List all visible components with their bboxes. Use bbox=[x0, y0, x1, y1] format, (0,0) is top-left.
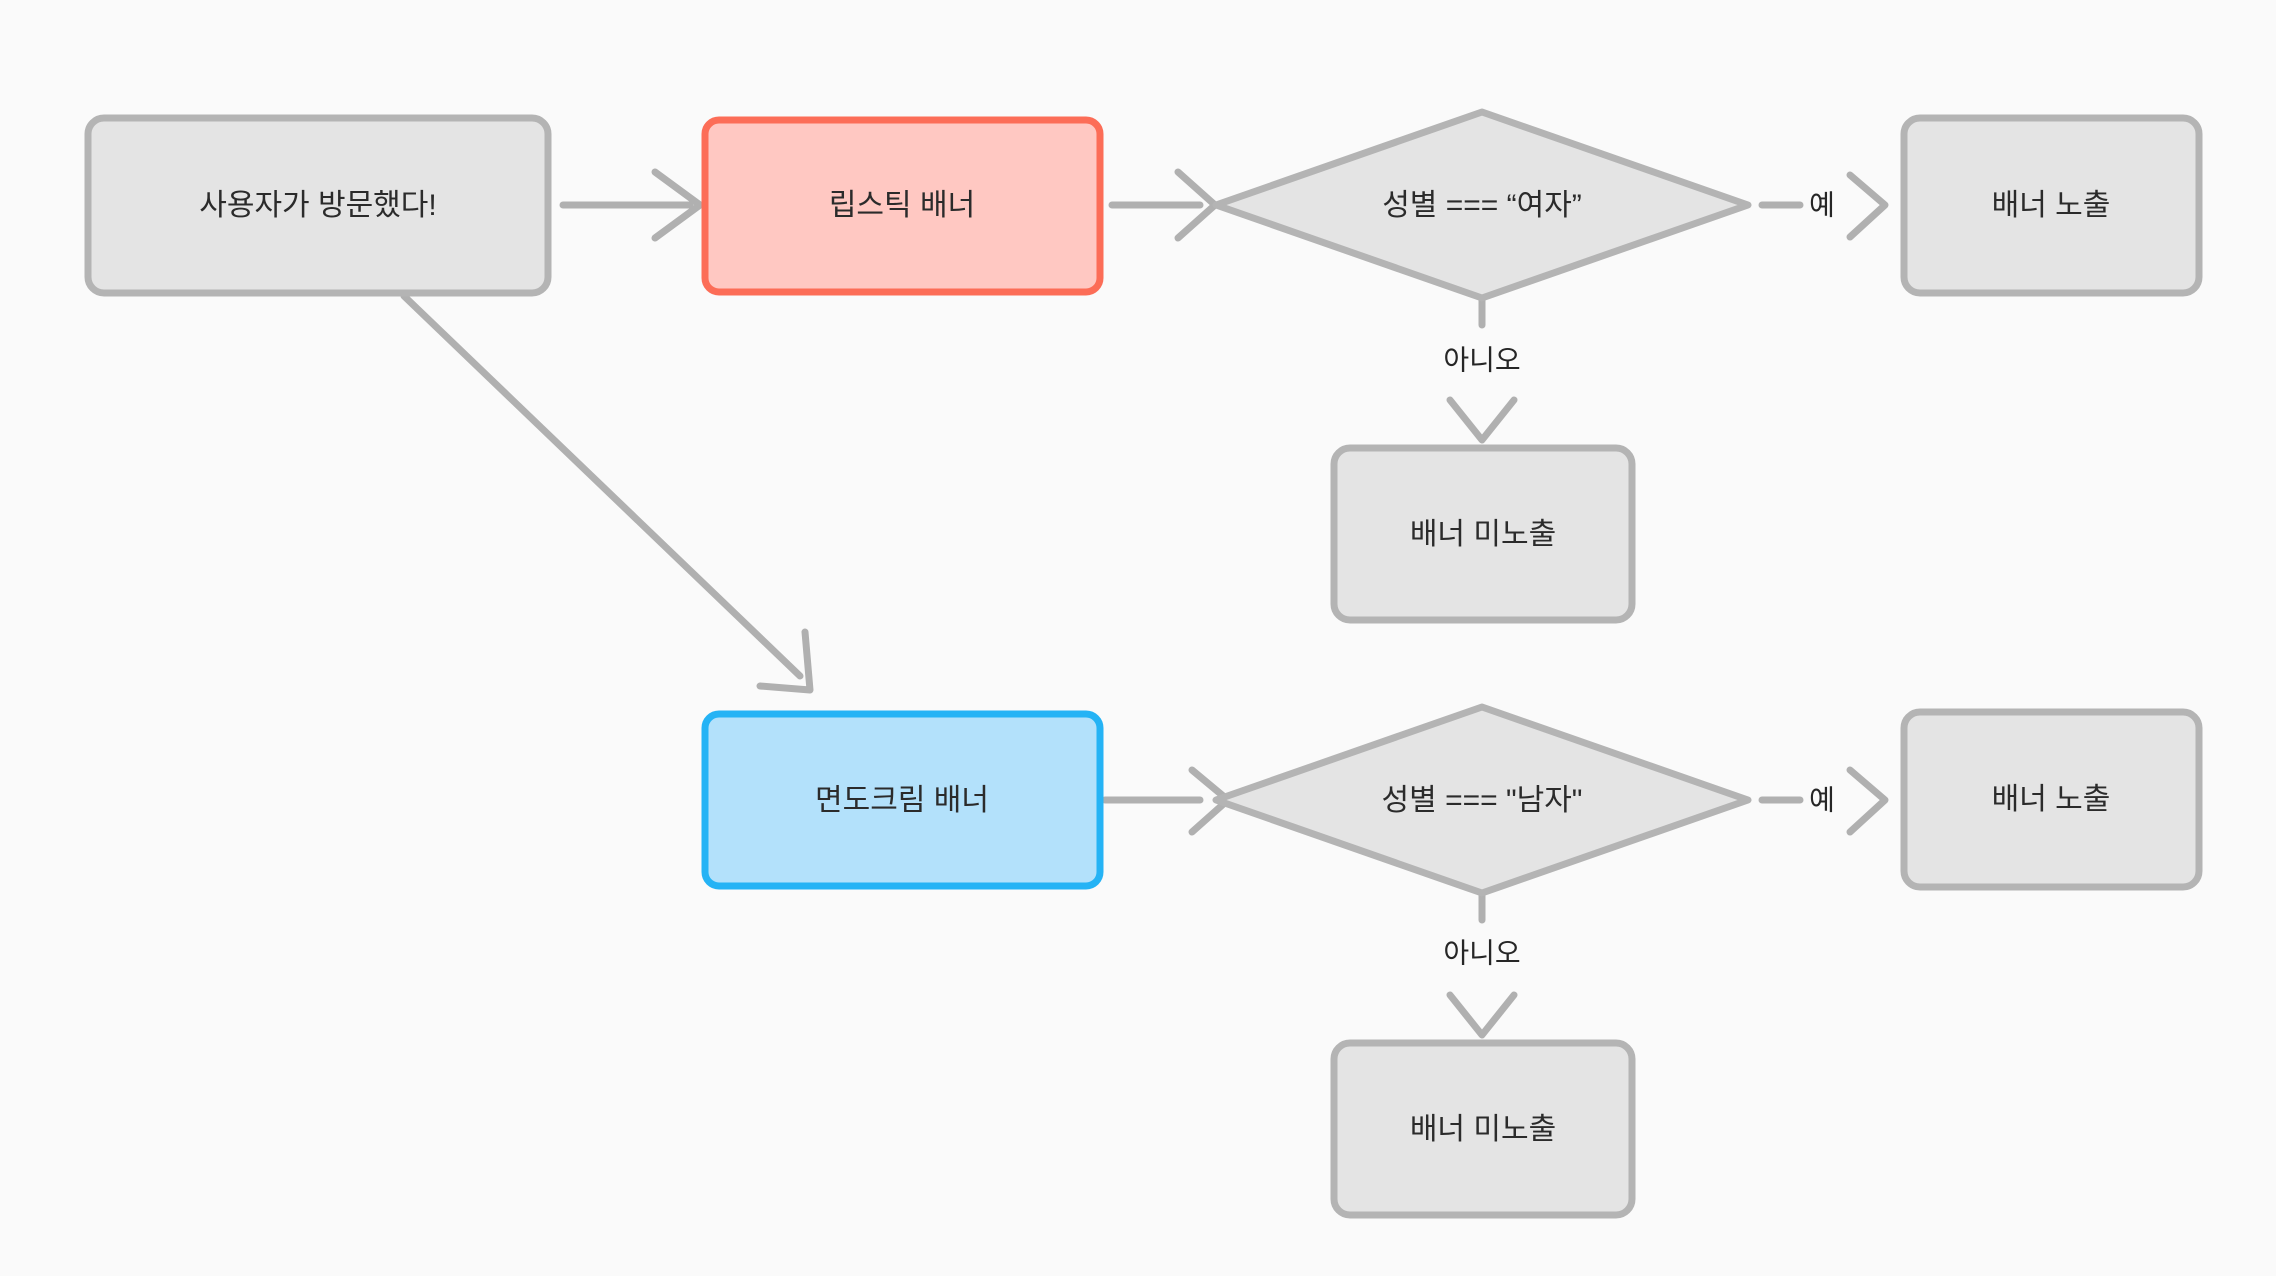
node-show-banner-male-label: 배너 노출 bbox=[1992, 783, 2111, 816]
node-start[interactable]: 사용자가 방문했다! bbox=[84, 114, 552, 297]
node-lipstick-banner[interactable]: 립스틱 배너 bbox=[701, 116, 1104, 296]
edge-start-to-shaving-cream bbox=[400, 292, 814, 694]
node-decision-male-label: 성별 === "남자" bbox=[1382, 784, 1583, 817]
node-shaving-cream-banner-label: 면도크림 배너 bbox=[815, 784, 989, 817]
edge-label-no-male: 아니오 bbox=[1443, 937, 1520, 968]
node-lipstick-banner-label: 립스틱 배너 bbox=[829, 189, 975, 222]
edge-shaving-cream-to-decision-male bbox=[1101, 766, 1232, 836]
edge-label-no-female: 아니오 bbox=[1443, 344, 1520, 375]
node-hide-banner-female-label: 배너 미노출 bbox=[1410, 518, 1556, 551]
edge-lipstick-to-decision-female bbox=[1108, 168, 1219, 242]
edge-decision-male-yes: 예 bbox=[1758, 766, 1889, 836]
node-decision-male[interactable]: 성별 === "남자" bbox=[1212, 703, 1752, 897]
edge-start-to-lipstick bbox=[559, 168, 704, 242]
node-show-banner-female[interactable]: 배너 노출 bbox=[1900, 114, 2203, 297]
edge-label-yes-female: 예 bbox=[1809, 189, 1835, 220]
node-shaving-cream-banner[interactable]: 면도크림 배너 bbox=[701, 710, 1104, 890]
node-start-label: 사용자가 방문했다! bbox=[199, 189, 436, 222]
node-show-banner-female-label: 배너 노출 bbox=[1992, 189, 2111, 222]
node-decision-female[interactable]: 성별 === “여자” bbox=[1212, 108, 1752, 302]
edge-label-yes-male: 예 bbox=[1809, 784, 1835, 815]
edge-decision-male-no: 아니오 bbox=[1443, 886, 1521, 1039]
node-hide-banner-female[interactable]: 배너 미노출 bbox=[1330, 444, 1636, 624]
edge-decision-female-no: 아니오 bbox=[1443, 291, 1521, 444]
node-show-banner-male[interactable]: 배너 노출 bbox=[1900, 708, 2203, 891]
node-hide-banner-male-label: 배너 미노출 bbox=[1410, 1113, 1556, 1146]
node-decision-female-label: 성별 === “여자” bbox=[1382, 189, 1582, 222]
node-hide-banner-male[interactable]: 배너 미노출 bbox=[1330, 1039, 1636, 1219]
edge-decision-female-yes: 예 bbox=[1758, 171, 1889, 241]
